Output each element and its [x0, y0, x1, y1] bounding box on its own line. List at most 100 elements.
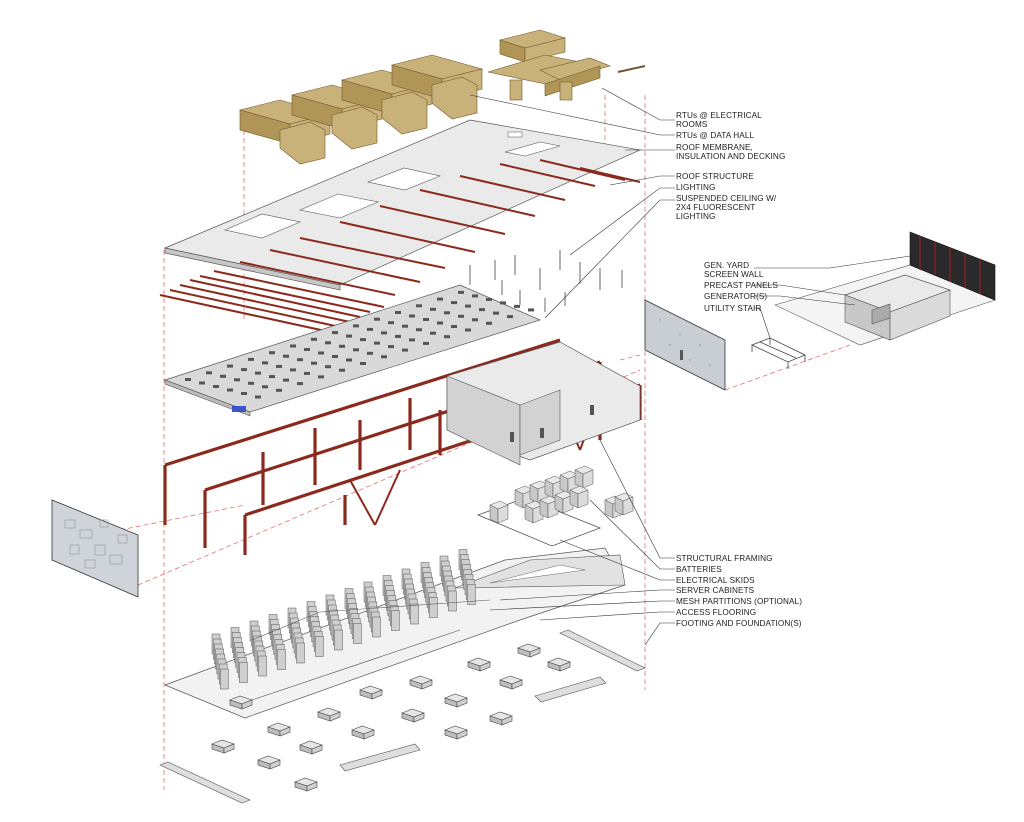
ceiling-light [395, 334, 401, 338]
footing-front [511, 679, 523, 690]
ceiling-light [311, 337, 317, 341]
ceiling-light [444, 335, 450, 339]
label-roof-structure: ROOF STRUCTURE [676, 172, 754, 181]
ceiling-light [395, 311, 401, 314]
server-cabinet [410, 603, 419, 625]
battery-front [497, 504, 509, 524]
utility-stair [750, 337, 806, 369]
server-cabinet [353, 623, 362, 644]
ceiling-light [255, 371, 261, 375]
ceiling-light [325, 341, 331, 345]
ceiling-light [318, 375, 324, 379]
server-cabinet [448, 590, 457, 612]
battery-front [577, 489, 589, 509]
ceiling-light-grid [185, 290, 534, 399]
ceiling-light [227, 364, 233, 368]
ceiling-light [367, 327, 373, 331]
ceiling-light [374, 317, 380, 321]
label-access-flooring: ACCESS FLOORING [676, 608, 756, 617]
precast-panel-right [644, 299, 726, 391]
label-mesh-partitions: MESH PARTITIONS (OPTIONAL) [676, 597, 802, 606]
ceiling-light [409, 314, 415, 318]
ceiling-light [423, 318, 429, 321]
electrical-skids [476, 465, 634, 547]
rtus-data-hall [238, 54, 484, 165]
ceiling-light [402, 324, 408, 328]
ceiling-blue-marker [232, 406, 246, 412]
ceiling-light [269, 375, 275, 379]
ceiling-light [339, 344, 345, 348]
footing-front [241, 699, 253, 710]
ceiling-light [220, 374, 226, 378]
ceiling-light [255, 395, 261, 399]
ceiling-light [444, 311, 450, 315]
electrical-room-walls [446, 341, 641, 466]
server-cabinet [239, 662, 248, 683]
footing-front [311, 744, 323, 755]
ceiling-light [472, 294, 478, 298]
server-cabinet [220, 668, 229, 690]
roof-structure-joists [159, 159, 641, 333]
ceiling-light [283, 354, 289, 358]
ceiling-light [409, 338, 415, 342]
ceiling-light [528, 308, 534, 312]
ceiling-light [332, 331, 338, 335]
ceiling-light [304, 371, 310, 375]
ceiling-light [269, 351, 275, 355]
ceiling-light [472, 318, 478, 322]
ceiling-light [360, 338, 366, 342]
ceiling-light [241, 392, 247, 395]
footing-front [329, 711, 341, 722]
ceiling-light [353, 348, 359, 352]
label-footing-foundation: FOOTING AND FOUNDATION(S) [676, 619, 802, 628]
footing-front [559, 661, 571, 672]
precast-panel-left [51, 499, 139, 598]
ceiling-light [290, 344, 296, 348]
server-cabinet [315, 636, 324, 657]
ceiling-light [388, 345, 394, 349]
ceiling-light [416, 328, 422, 332]
ceiling-light [185, 378, 191, 381]
label-leaders [469, 87, 911, 646]
ceiling-light [311, 361, 317, 365]
footing-front [269, 759, 281, 770]
ceiling-light [325, 365, 331, 369]
footing-front [413, 712, 425, 723]
ceiling-light [234, 378, 240, 382]
footing-front [371, 689, 383, 700]
ceiling-light [276, 364, 282, 368]
ceiling-light [332, 355, 338, 358]
rtus-electrical-rooms [487, 29, 646, 101]
server-cabinet [372, 616, 381, 638]
footing-front [306, 781, 318, 792]
ceiling-light [227, 388, 233, 392]
ceiling-light [388, 321, 394, 325]
ceiling-light [213, 385, 219, 388]
label-generators: GENERATOR(S) [704, 292, 767, 301]
ceiling-light [290, 368, 296, 372]
roof-membrane [163, 119, 642, 291]
ceiling-light [486, 297, 492, 301]
ceiling-light [402, 348, 408, 352]
ceiling-light [430, 331, 436, 335]
ceiling-light [416, 304, 422, 308]
ceiling-light [465, 304, 471, 308]
ceiling-light [458, 314, 464, 318]
label-utility-stair: UTILITY STAIR [704, 304, 761, 313]
ceiling-light [346, 358, 352, 362]
ceiling-light [304, 348, 310, 351]
battery-front [582, 469, 594, 489]
server-cabinet [277, 649, 286, 670]
ceiling-light [507, 315, 513, 319]
ceiling-light [248, 357, 254, 361]
ceiling-light [486, 321, 492, 325]
ceiling-light [437, 297, 443, 301]
ceiling-light [451, 325, 457, 328]
ceiling-light [318, 351, 324, 355]
ceiling-light [493, 311, 499, 315]
footing-front [279, 726, 291, 737]
server-cabinet [334, 629, 343, 651]
